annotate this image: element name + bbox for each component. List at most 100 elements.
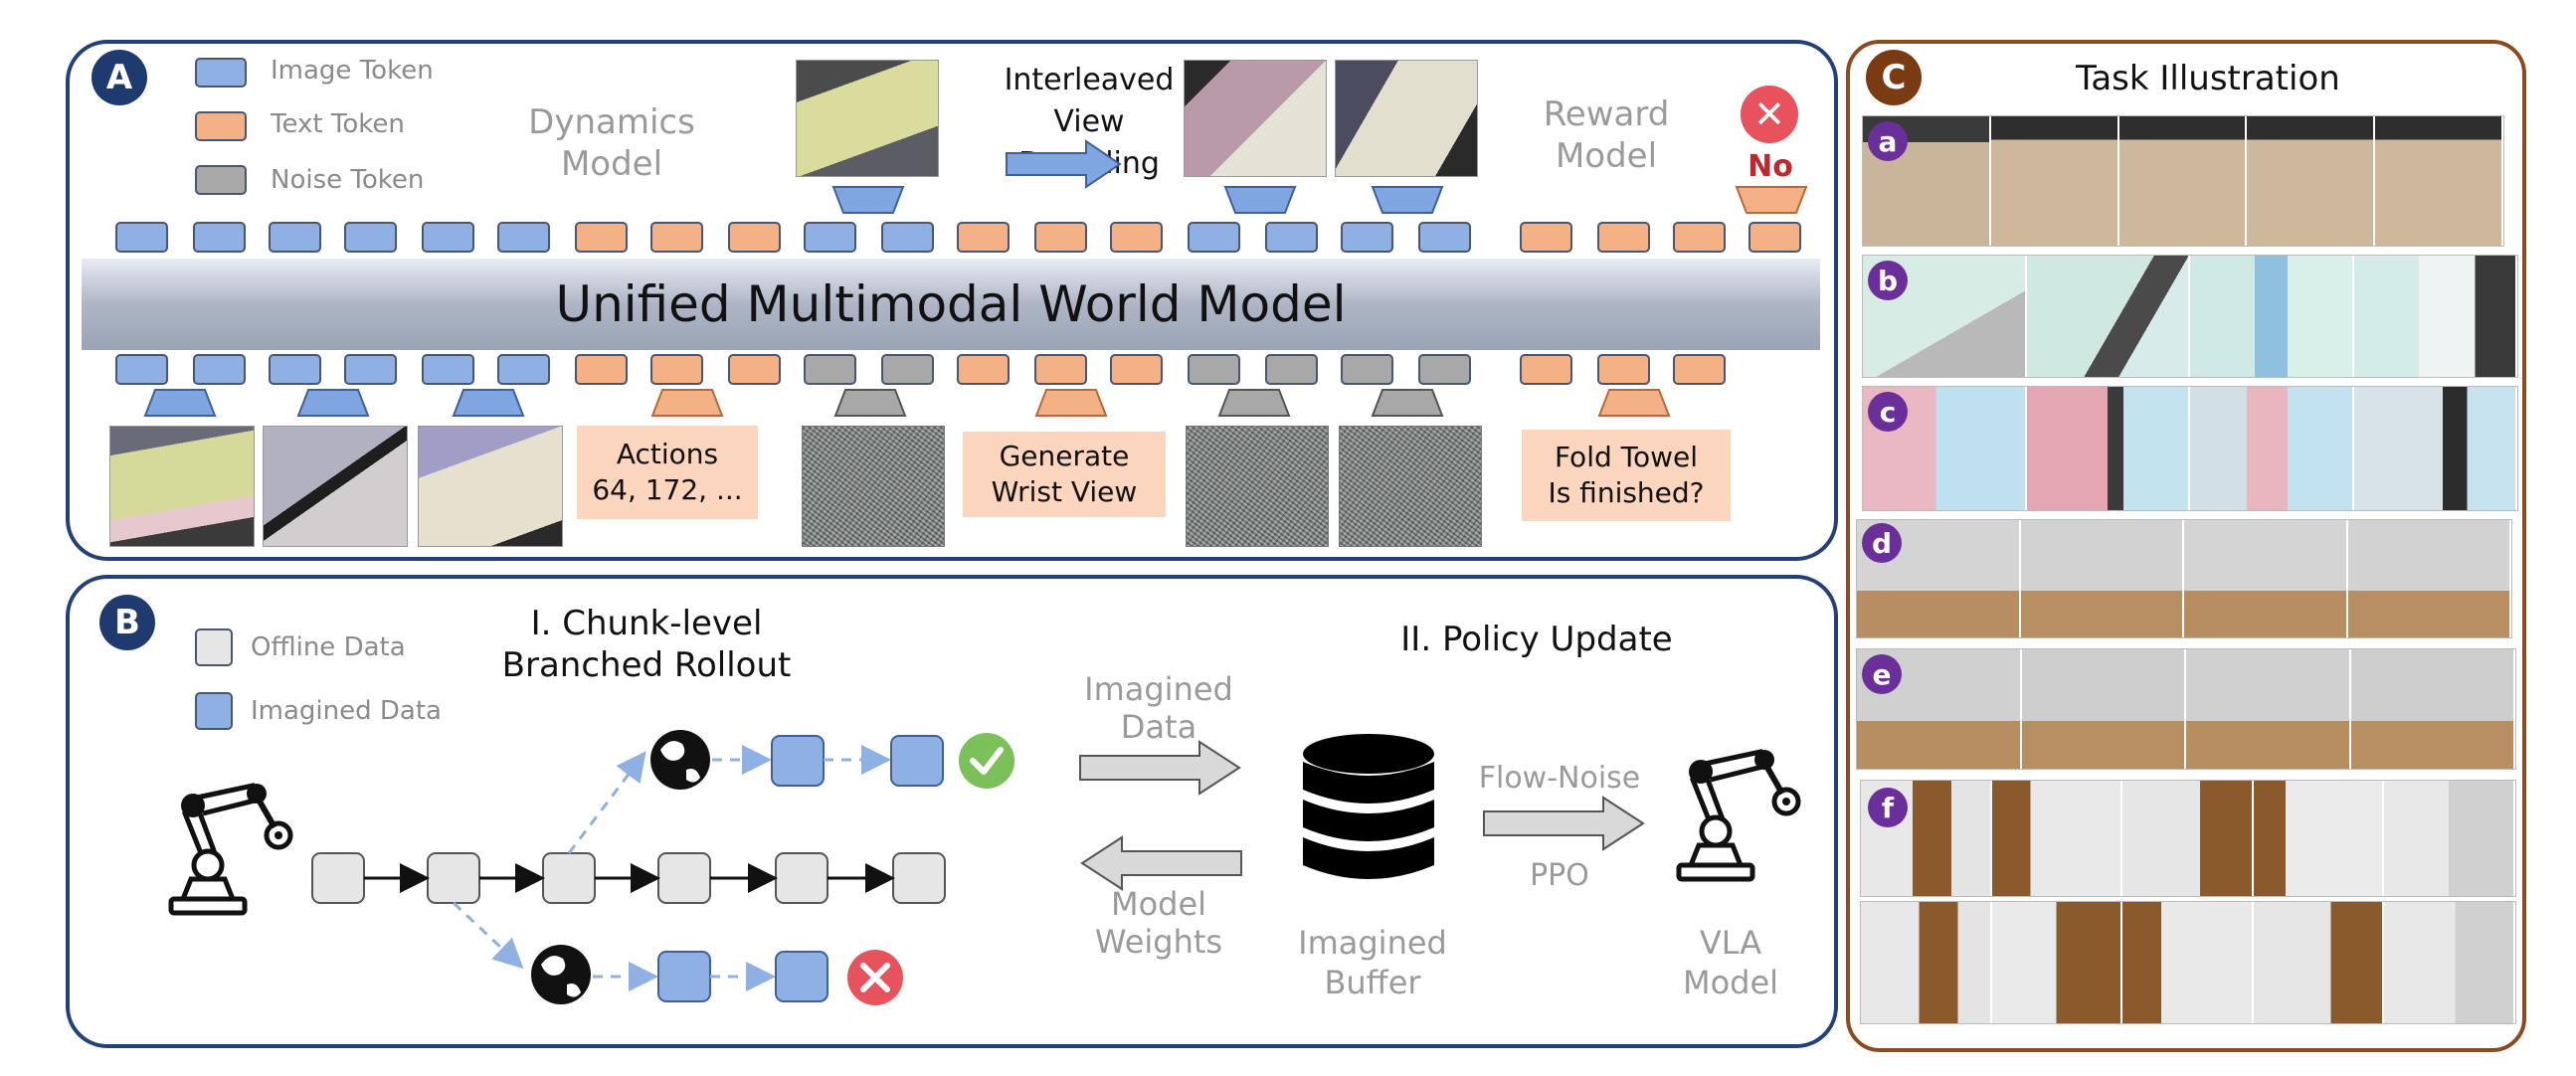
legend-image-token-label: Image Token — [271, 56, 434, 86]
imagined-buffer-label: Imagined Buffer — [1298, 924, 1447, 1001]
world-model-banner-label: Unified Multimodal World Model — [555, 275, 1347, 333]
bottom-token — [575, 354, 628, 385]
top-token — [344, 222, 397, 253]
top-token — [881, 222, 934, 253]
bottom-token — [1034, 354, 1087, 385]
top-photo-1 — [796, 60, 939, 177]
bottom-token — [650, 354, 703, 385]
legend-imagined-label: Imagined Data — [251, 696, 442, 726]
bottom-token — [269, 354, 321, 385]
task-row-f-bottom — [1860, 901, 2516, 1024]
robot-arm-icon — [168, 783, 293, 916]
reward-fail-icon: ✕ — [1741, 86, 1798, 143]
panel-c — [1846, 40, 2526, 1052]
top-token — [1110, 222, 1163, 253]
offline-chain — [311, 852, 946, 904]
noise-image-3 — [1339, 426, 1482, 547]
bottom-token — [1341, 354, 1393, 385]
branched-rollout-diagram — [311, 730, 1014, 1005]
reward-result-label: No — [1748, 149, 1793, 184]
bottom-token — [1265, 354, 1318, 385]
legend-text-token-label: Text Token — [271, 109, 405, 139]
imagined-data-arrow — [1079, 740, 1241, 796]
actions-box: Actions 64, 172, ... — [577, 426, 758, 519]
top-token — [1673, 222, 1726, 253]
top-token — [650, 222, 703, 253]
bottom-token — [1597, 354, 1650, 385]
bottom-token — [497, 354, 550, 385]
fold-towel-box: Fold Towel Is finished? — [1522, 430, 1731, 521]
noise-image-2 — [1186, 426, 1329, 547]
top-decoder-connectors — [831, 186, 1808, 214]
top-token — [269, 222, 321, 253]
branched-rollout-title: I. Chunk-level Branched Rollout — [501, 604, 792, 685]
policy-update-title: II. Policy Update — [1400, 620, 1673, 659]
top-token — [1597, 222, 1650, 253]
top-token — [1188, 222, 1240, 253]
policy-update-arrow — [1483, 796, 1645, 851]
bottom-token — [728, 354, 781, 385]
bottom-token — [881, 354, 934, 385]
task-row-b — [1862, 255, 2518, 378]
input-photo-1 — [109, 426, 255, 547]
top-token — [1748, 222, 1801, 253]
top-photo-3 — [1335, 60, 1478, 177]
bottom-token — [1418, 354, 1471, 385]
flow-noise-label: Flow-Noise — [1478, 761, 1641, 796]
task-badge-f: f — [1868, 788, 1908, 827]
top-token — [193, 222, 246, 253]
panel-a — [66, 40, 1838, 561]
legend-image-token-swatch — [195, 58, 247, 88]
reward-model-title: Reward Model — [1543, 94, 1670, 176]
legend-imagined-swatch — [195, 692, 233, 730]
bottom-encoder-connectors — [143, 389, 1671, 417]
bottom-token — [193, 354, 246, 385]
bottom-token — [1520, 354, 1572, 385]
panel-a-badge: A — [92, 50, 147, 105]
bottom-token — [115, 354, 168, 385]
input-photo-2 — [263, 426, 408, 547]
top-token — [497, 222, 550, 253]
top-token — [1265, 222, 1318, 253]
dynamics-model-title: Dynamics Model — [528, 102, 695, 184]
legend-noise-token-swatch — [195, 165, 247, 195]
bottom-token — [422, 354, 474, 385]
vla-robot-arm-icon — [1676, 749, 1801, 882]
database-icon — [1303, 734, 1434, 879]
legend-offline-swatch — [195, 628, 233, 666]
legend-text-token-swatch — [195, 111, 247, 141]
task-illustration-title: Task Illustration — [2076, 59, 2340, 98]
world-model-banner: Unified Multimodal World Model — [82, 259, 1820, 350]
legend-noise-token-label: Noise Token — [271, 165, 425, 195]
top-photo-2 — [1184, 60, 1327, 177]
task-row-a — [1862, 115, 2504, 247]
bottom-token — [344, 354, 397, 385]
task-row-c — [1862, 386, 2518, 511]
panel-b — [66, 575, 1838, 1048]
task-badge-a: a — [1868, 121, 1908, 161]
vla-model-label: VLA Model — [1682, 924, 1779, 1001]
panel-c-badge: C — [1866, 50, 1922, 105]
top-token — [804, 222, 856, 253]
task-row-d — [1856, 519, 2512, 638]
task-badge-e: e — [1862, 654, 1902, 694]
bottom-token — [804, 354, 856, 385]
ppo-label: PPO — [1530, 858, 1589, 893]
top-token — [728, 222, 781, 253]
top-token — [957, 222, 1010, 253]
legend-offline-label: Offline Data — [251, 632, 406, 662]
noise-image-1 — [802, 426, 945, 547]
top-token — [1520, 222, 1572, 253]
task-row-f-top — [1860, 780, 2516, 897]
top-token — [422, 222, 474, 253]
task-badge-d: d — [1862, 523, 1902, 563]
bottom-token — [1110, 354, 1163, 385]
imagined-data-label: Imagined Data — [1084, 670, 1233, 746]
top-token — [1418, 222, 1471, 253]
top-token — [1034, 222, 1087, 253]
model-weights-arrow — [1080, 835, 1242, 891]
top-token — [1341, 222, 1393, 253]
input-photo-3 — [418, 426, 563, 547]
task-row-e — [1856, 648, 2516, 770]
top-token — [115, 222, 168, 253]
